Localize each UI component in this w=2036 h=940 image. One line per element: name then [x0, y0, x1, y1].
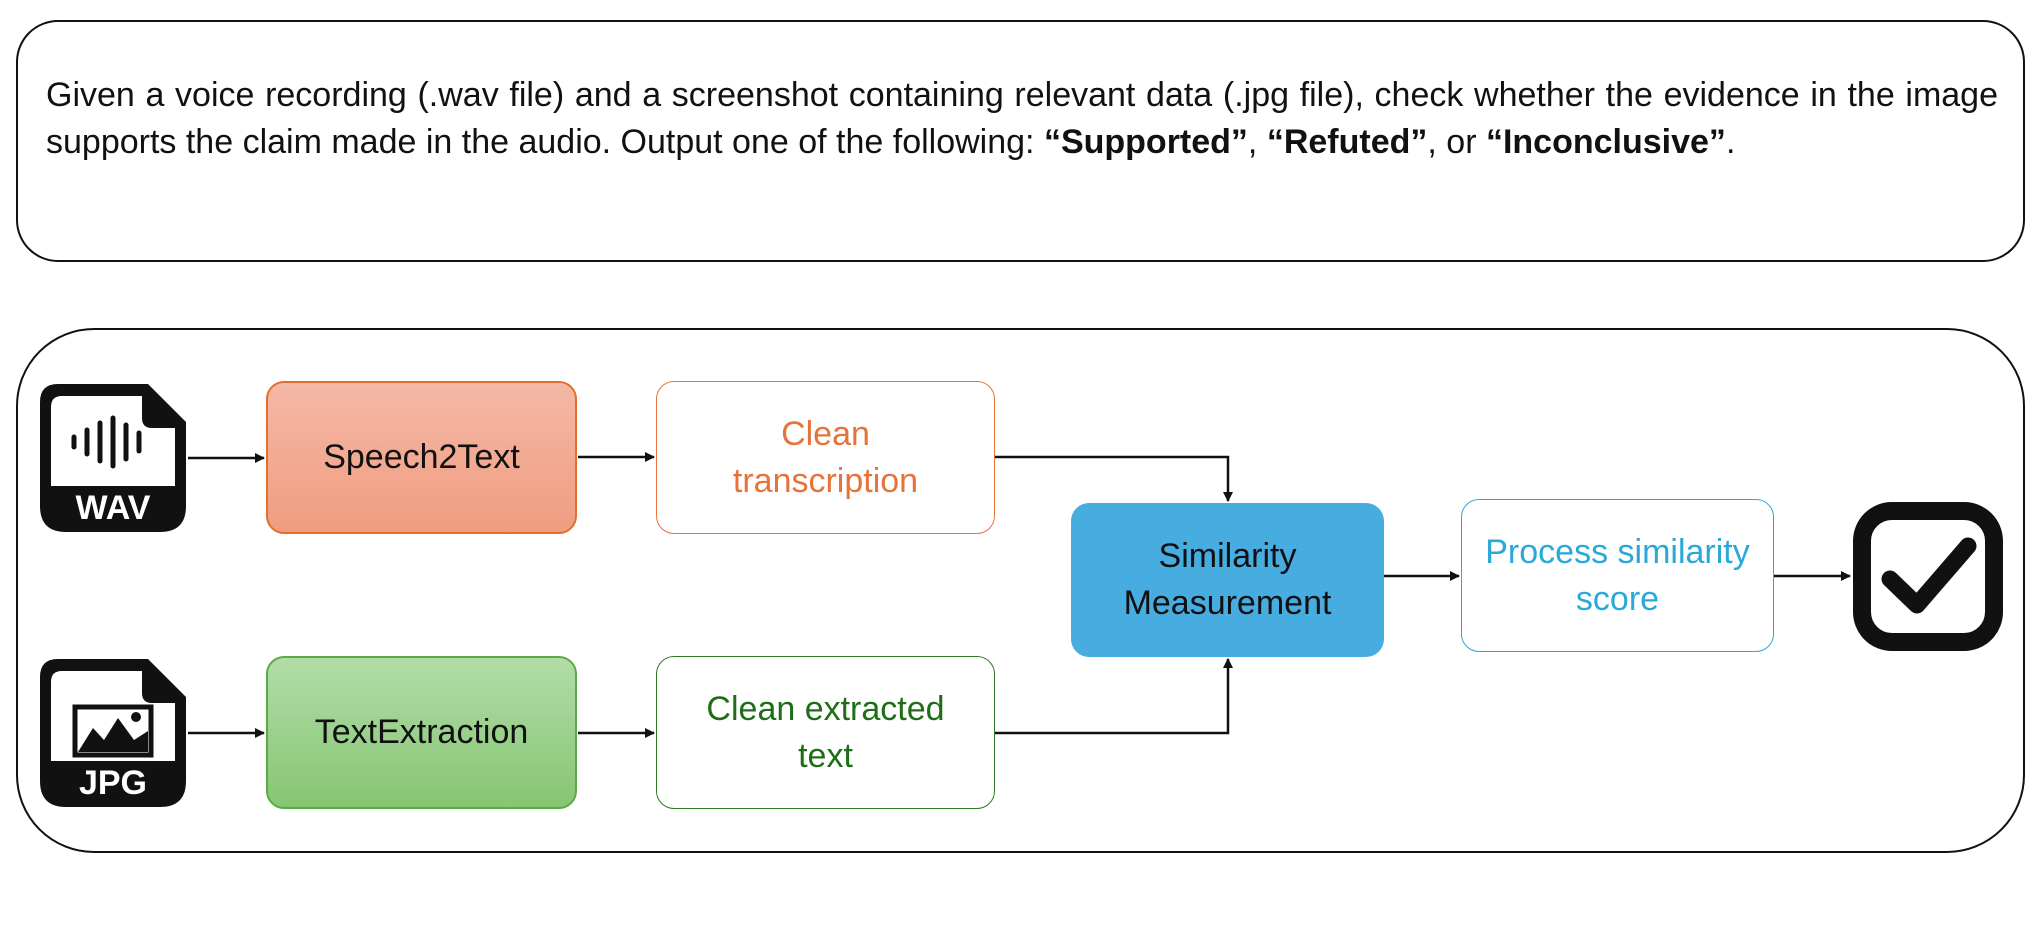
arrow-clean-transcription-to-similarity [995, 455, 1233, 502]
process-similarity-score-box: Process similarity score [1461, 499, 1774, 652]
text-extraction-box: TextExtraction [266, 656, 577, 809]
option-supported: “Supported” [1043, 123, 1248, 161]
task-separator-2: , or [1427, 123, 1486, 161]
arrow-clean-extracted-to-similarity [995, 658, 1233, 735]
speech2text-box: Speech2Text [266, 381, 577, 534]
process-similarity-score-label: Process similarity score [1485, 532, 1750, 618]
clean-transcription-label: Clean transcription [732, 414, 919, 500]
task-text-before: Given a voice recording (.wav file) and … [46, 76, 1998, 161]
similarity-measurement-label: Similarity Measurement [1123, 537, 1332, 622]
similarity-measurement-box: Similarity Measurement [1071, 503, 1384, 657]
speech2text-label: Speech2Text [323, 438, 520, 476]
clean-extracted-text-label: Clean extracted text [706, 689, 945, 775]
picture-icon [72, 704, 154, 758]
clean-extracted-text-box: Clean extracted text [656, 656, 995, 809]
image-file-icon: JPG [40, 659, 186, 807]
task-description: Given a voice recording (.wav file) and … [46, 72, 1998, 166]
task-description-panel: Given a voice recording (.wav file) and … [16, 20, 2025, 262]
jpg-label: JPG [79, 764, 147, 802]
text-extraction-label: TextExtraction [314, 713, 529, 751]
wav-label: WAV [76, 489, 151, 527]
option-inconclusive: “Inconclusive” [1485, 123, 1726, 161]
task-text-end: . [1725, 123, 1736, 161]
audio-file-icon: WAV [40, 384, 186, 532]
checkmark-icon [1853, 502, 2003, 651]
task-separator-1: , [1247, 123, 1267, 161]
clean-transcription-box: Clean transcription [656, 381, 995, 534]
waveform-icon [71, 415, 142, 469]
option-refuted: “Refuted” [1266, 123, 1428, 161]
